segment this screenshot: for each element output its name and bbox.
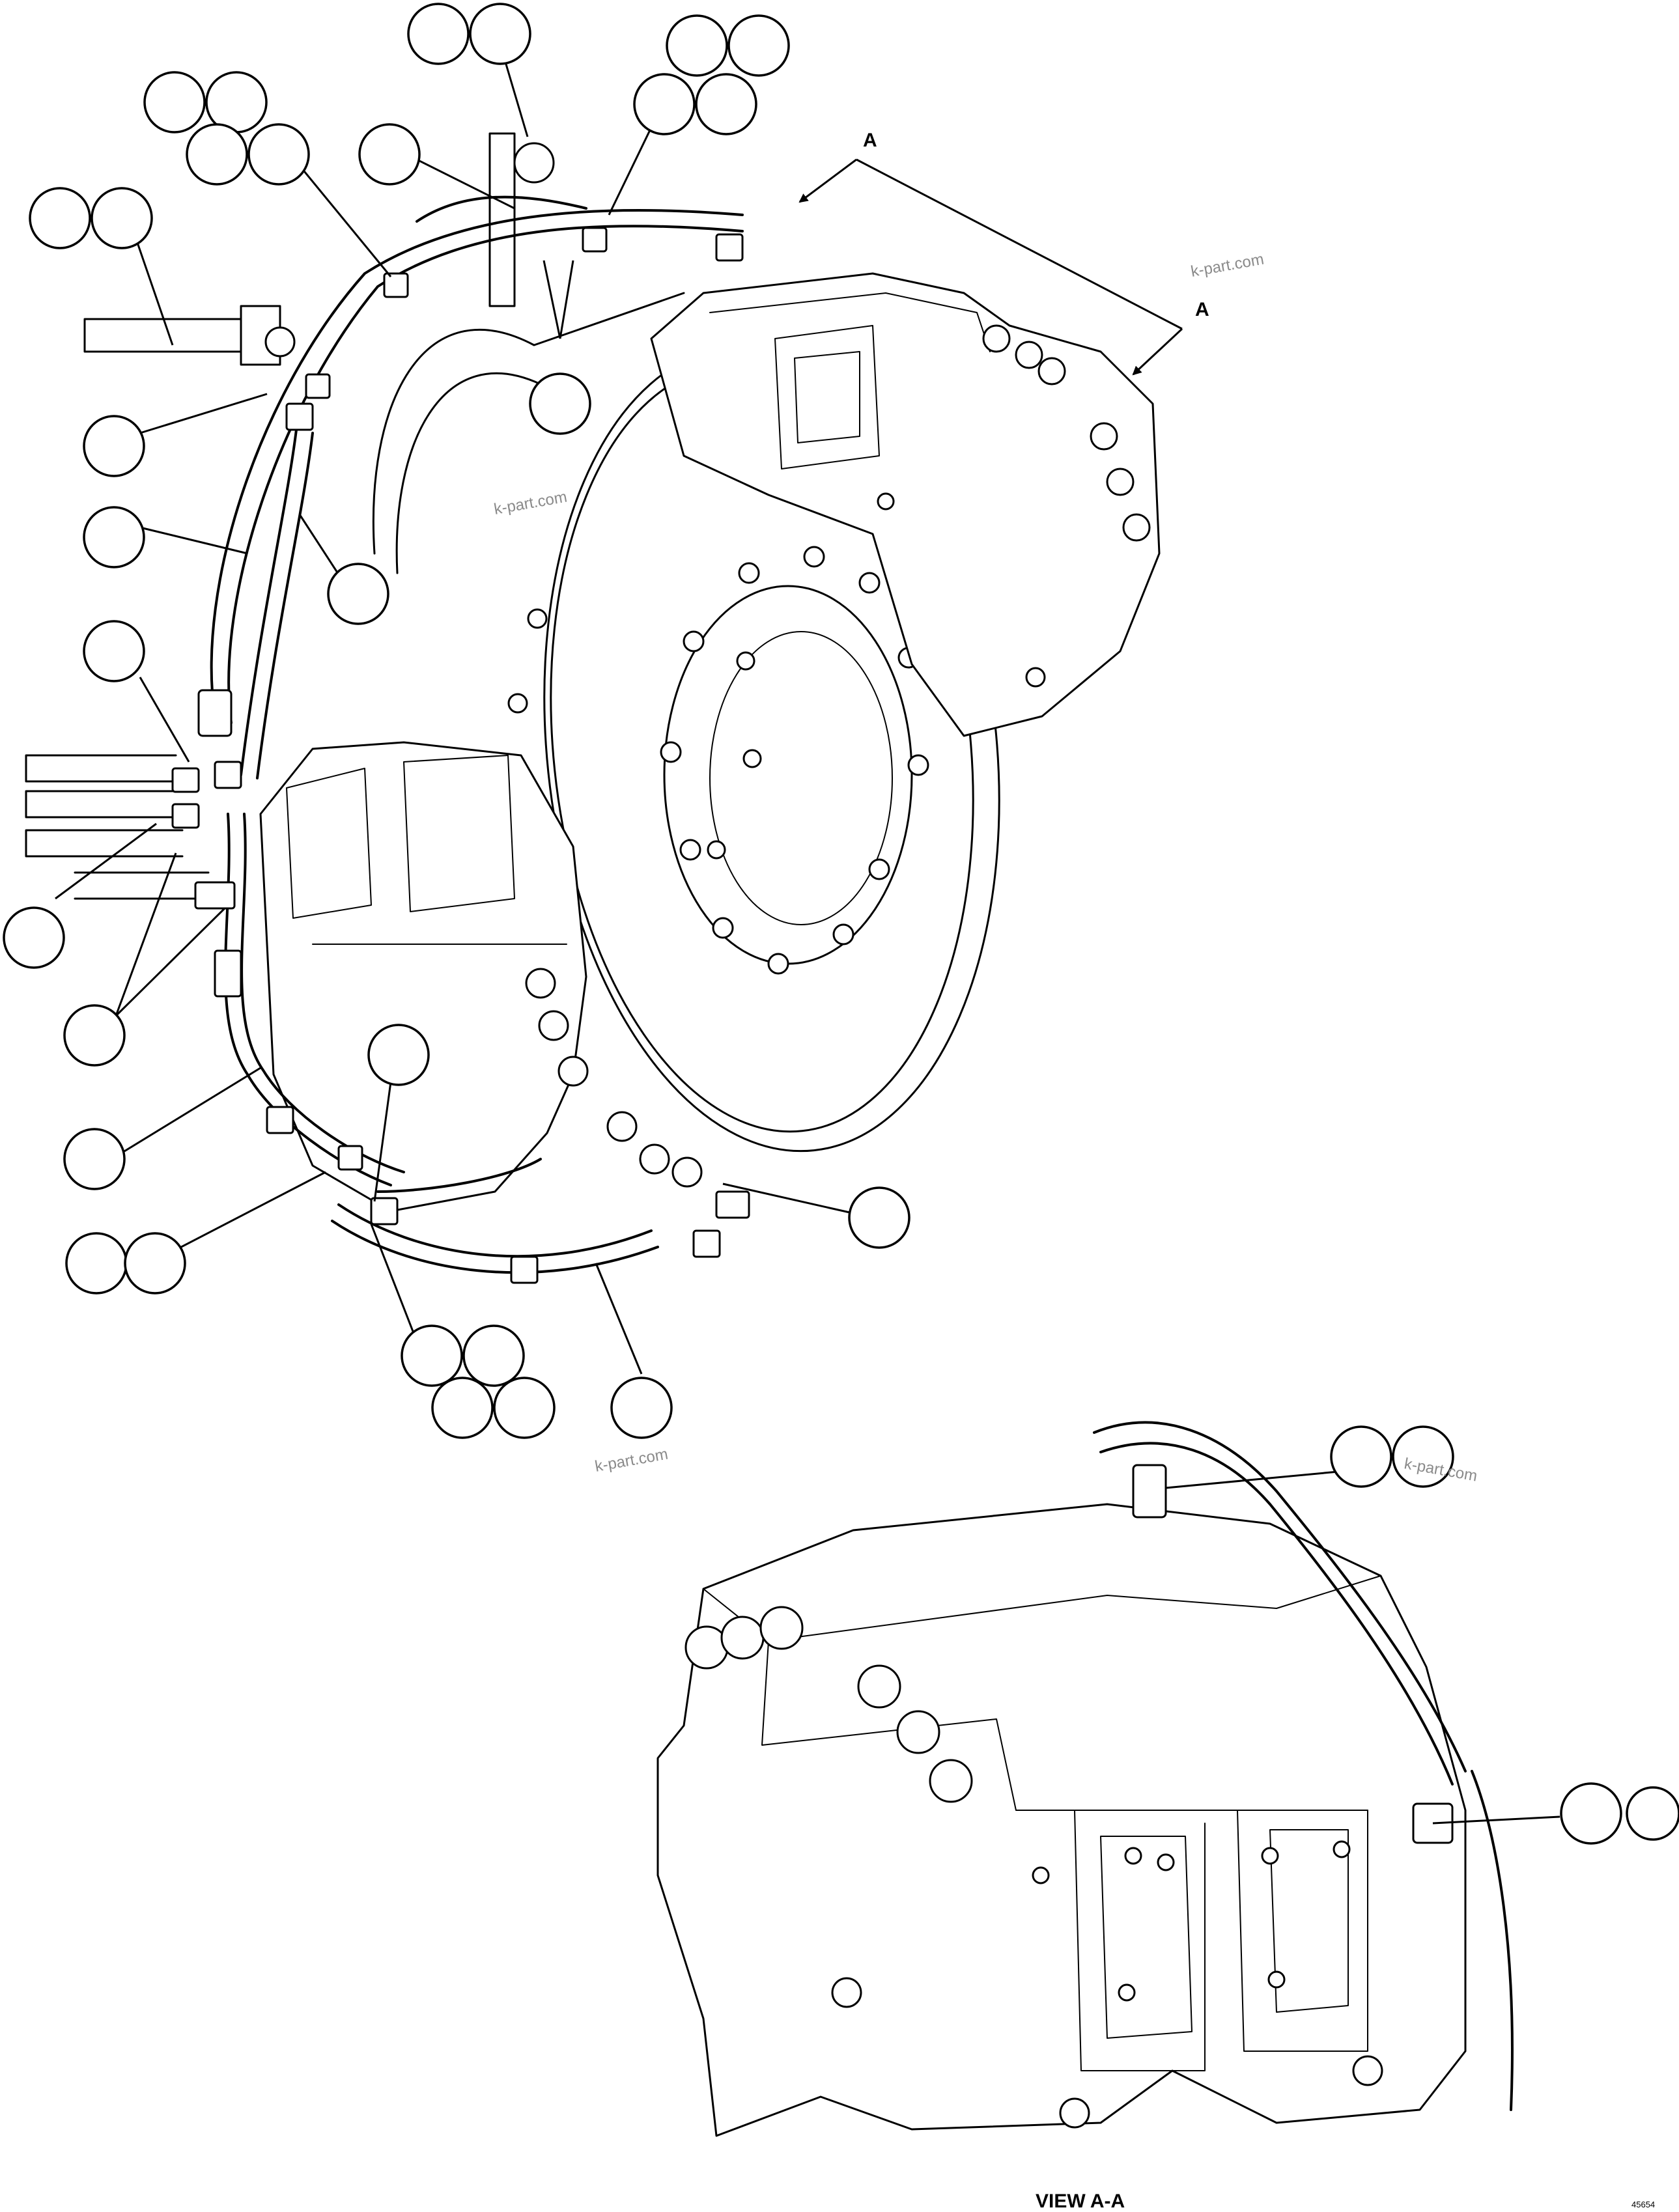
callout-bubble	[695, 73, 757, 135]
mounting-shafts	[25, 318, 249, 900]
view-a-a	[656, 1421, 1514, 2137]
callout-bubble	[358, 123, 421, 186]
callout-bubble	[65, 1232, 128, 1295]
callout-bubble	[63, 1004, 126, 1067]
callout-bubble	[401, 1324, 463, 1387]
upper-caliper	[650, 272, 1161, 737]
view-a-arrows: A A	[798, 130, 1209, 376]
hub-studs	[707, 651, 762, 860]
callout-bubble	[327, 563, 389, 625]
top-bracket	[488, 132, 516, 307]
callout-bubble	[1330, 1425, 1392, 1488]
view-a-top-fitting	[1132, 1464, 1167, 1519]
callout-bubble	[83, 415, 145, 477]
view-arrow-label-top: A	[863, 130, 877, 151]
callout-bubble	[493, 1377, 556, 1439]
callout-bubble	[124, 1232, 186, 1295]
callout-bubble	[83, 620, 145, 682]
hydraulic-hoses	[210, 195, 744, 1274]
upper-caliper-bolts	[877, 324, 1151, 688]
callout-bubble	[407, 3, 470, 65]
svg-text:k-part.com: k-part.com	[593, 1446, 669, 1476]
callout-bubble	[529, 372, 591, 435]
callout-bubble	[462, 1324, 525, 1387]
callout-bubbles	[3, 3, 1679, 1845]
callout-bubble	[431, 1377, 494, 1439]
view-arrow-label-right: A	[1195, 299, 1209, 320]
callout-bubble	[1560, 1782, 1622, 1845]
callout-bubble	[205, 71, 268, 133]
callout-bubble	[63, 1128, 126, 1190]
lower-caliper	[259, 741, 587, 1212]
callout-bubble	[610, 1377, 673, 1439]
callout-bubble	[727, 14, 790, 77]
callout-bubble	[186, 123, 248, 186]
callout-bubble	[247, 123, 310, 186]
callout-bubble	[143, 71, 206, 133]
callout-bubble	[633, 73, 696, 135]
callout-bubble	[848, 1186, 910, 1249]
callout-bubble	[469, 3, 531, 65]
hub-bore	[709, 631, 893, 925]
svg-text:k-part.com: k-part.com	[1189, 251, 1265, 281]
callout-bubble	[83, 506, 145, 568]
main-brake-assembly	[25, 132, 1161, 1284]
view-a-hose	[1093, 1421, 1467, 1772]
svg-text:k-part.com: k-part.com	[492, 488, 568, 518]
view-a-bolts	[684, 1606, 1383, 2129]
callout-bubble	[666, 14, 728, 77]
hose-fittings	[171, 227, 750, 1284]
drawing-code: 45654	[1631, 2200, 1655, 2209]
callout-bubble	[367, 1024, 430, 1086]
callout-bubble	[1626, 1786, 1679, 1841]
callout-bubble	[1392, 1425, 1454, 1488]
callout-bubble	[29, 187, 91, 249]
callout-bubble	[3, 906, 65, 969]
callout-bubble	[91, 187, 153, 249]
view-caption: VIEW A-A	[1036, 2191, 1125, 2212]
lower-caliper-bolts	[525, 968, 703, 1188]
disc-bolt-circle	[660, 546, 929, 975]
